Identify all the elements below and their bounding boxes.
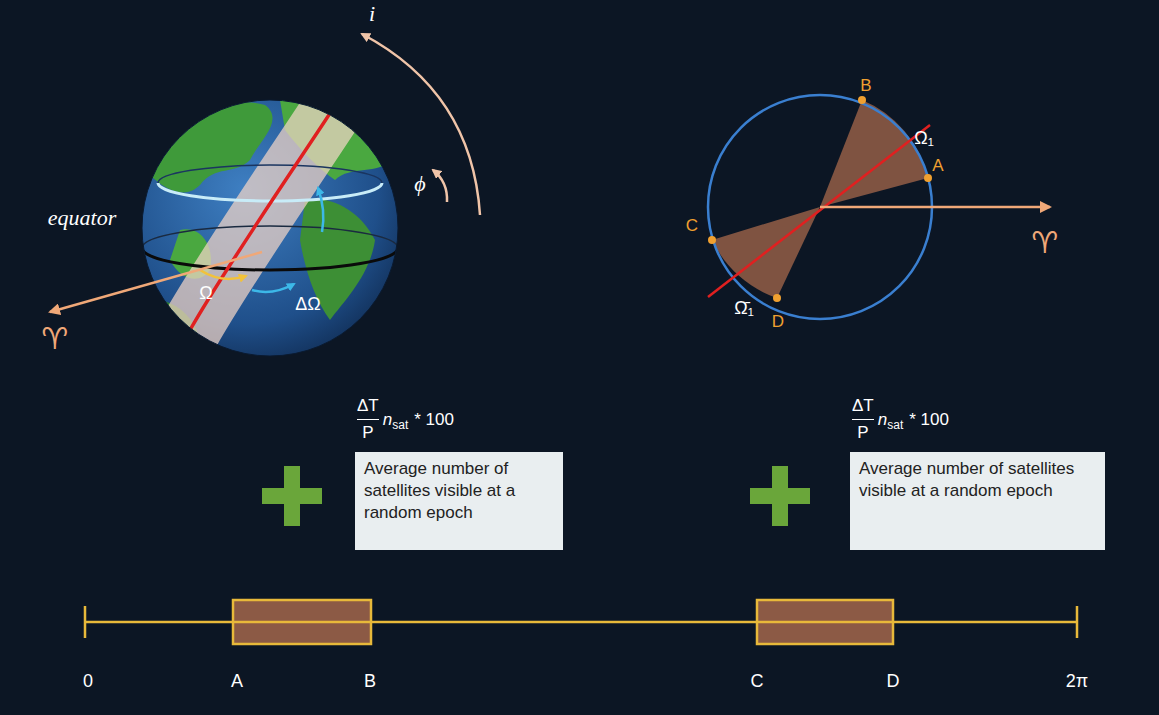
fraction-bar xyxy=(852,419,874,421)
diagram-label: B xyxy=(364,671,376,692)
diagram-label: i xyxy=(369,1,375,27)
diagram-label: ϕ xyxy=(414,171,425,197)
formula-symbol: n xyxy=(383,409,392,431)
note-box: ΔTPnsat* 100Average number of satellites… xyxy=(355,452,563,550)
diagram-label: ΔΩ xyxy=(295,294,320,315)
diagram-label: C xyxy=(751,671,764,692)
diagram-label: 0 xyxy=(83,671,93,692)
raan-arrow xyxy=(200,270,246,279)
fraction: ΔT P xyxy=(852,395,874,444)
formula: ΔT Pnsat * 100 xyxy=(852,395,949,444)
diagram-label: B xyxy=(860,76,871,96)
diagram-label: A xyxy=(231,671,243,692)
diagram-label: C xyxy=(686,216,698,236)
numerator: ΔT xyxy=(357,395,379,417)
note-box: ΔTPnsat* 100Average number of satellites… xyxy=(850,452,1105,550)
formula-factor: * 100 xyxy=(414,409,454,431)
formula-factor: * 100 xyxy=(909,409,949,431)
diagram-label: D xyxy=(887,671,900,692)
number-line xyxy=(85,600,1077,644)
fraction-bar xyxy=(357,419,379,421)
latitude-arrow xyxy=(318,188,323,232)
numerator: ΔT xyxy=(852,395,874,417)
diagram-label: Ω xyxy=(199,283,212,304)
diagram-label: D xyxy=(772,312,784,332)
denominator: P xyxy=(362,422,373,444)
phi-arrow xyxy=(433,170,447,202)
formula: ΔT Pnsat * 100 xyxy=(357,395,454,444)
raan-circle xyxy=(708,95,1050,319)
box-text: Average number of satellites visible at … xyxy=(364,458,554,523)
diagram-label: ♈ xyxy=(42,321,69,356)
subscript: sat xyxy=(392,418,408,433)
diagram-label: Ω₁ xyxy=(914,128,934,149)
inclination-arrow xyxy=(362,34,480,215)
denominator: P xyxy=(857,422,868,444)
diagram-label: 2π xyxy=(1066,671,1088,692)
vernal-direction-arrow xyxy=(50,252,262,312)
fraction: ΔT P xyxy=(357,395,379,444)
box-text: Average number of satellites visible at … xyxy=(859,458,1096,502)
diagram-label: equator xyxy=(48,205,116,231)
diagram-label: ♈ xyxy=(1032,225,1059,260)
diagram-label: Ω̄₁ xyxy=(734,298,754,319)
diagram-label: A xyxy=(932,156,943,176)
formula-symbol: n xyxy=(878,409,887,431)
subscript: sat xyxy=(887,418,903,433)
earth-globe xyxy=(142,98,398,360)
delta-raan-arrow xyxy=(252,284,294,292)
